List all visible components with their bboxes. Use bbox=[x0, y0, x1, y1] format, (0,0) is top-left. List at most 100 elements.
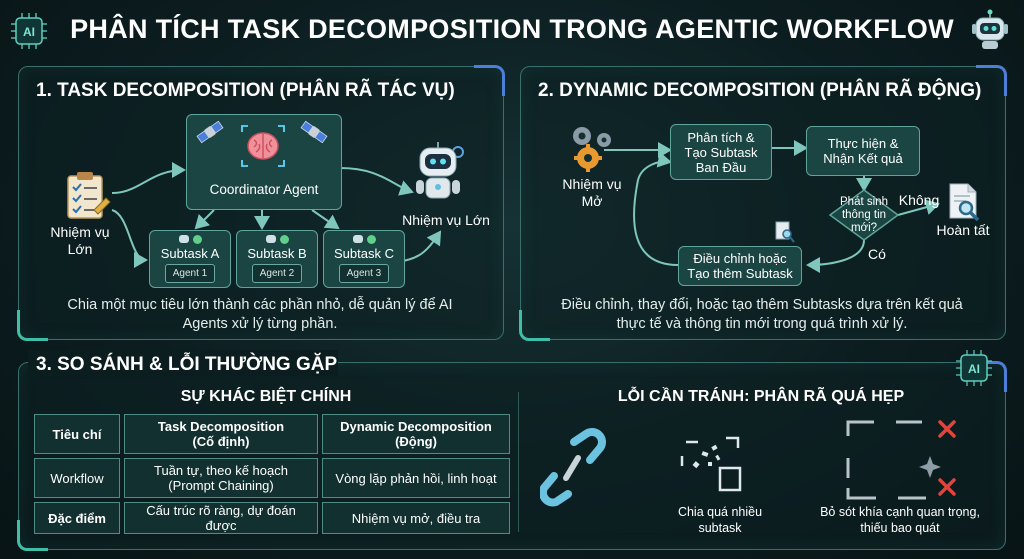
section2-input-label: Nhiệm vụ Mở bbox=[552, 176, 632, 210]
yes-label: Có bbox=[868, 246, 886, 262]
chip-ai-icon: AI bbox=[954, 348, 994, 388]
person-mini-icon bbox=[366, 235, 376, 244]
cell-text: Task Decomposition bbox=[157, 419, 285, 434]
pitfall-1-line2: subtask bbox=[698, 521, 742, 535]
table-title: SỰ KHÁC BIỆT CHÍNH bbox=[180, 388, 352, 405]
adjust-box: Điều chỉnh hoặc Tạo thêm Subtask bbox=[678, 246, 802, 286]
document-search-icon bbox=[944, 182, 984, 222]
cell-text: Dynamic Decomposition bbox=[340, 419, 492, 434]
ai-logo-text: AI bbox=[23, 25, 35, 39]
decision-label: Phát sinh thông tin mới? bbox=[830, 196, 898, 235]
robot-icon bbox=[412, 140, 468, 208]
agent-1-badge: Agent 1 bbox=[164, 264, 216, 283]
execute-line1: Thực hiện & bbox=[827, 136, 899, 151]
table-cell: Nhiệm vụ mở, điều tra bbox=[322, 502, 510, 534]
pitfall-2-line1: Bỏ sót khía cạnh quan trọng, bbox=[820, 505, 980, 519]
section2-input-line1: Nhiệm vụ bbox=[562, 176, 622, 192]
section2-caption: Điều chỉnh, thay đổi, hoặc tạo thêm Subt… bbox=[532, 296, 992, 334]
table-cell: Vòng lặp phản hồi, linh hoạt bbox=[322, 458, 510, 498]
page-title: PHÂN TÍCH TASK DECOMPOSITION TRONG AGENT… bbox=[70, 14, 954, 44]
section2-input-line2: Mở bbox=[581, 193, 603, 209]
decision-diamond bbox=[828, 189, 900, 241]
cell-text: Tuần tự, theo kế hoạch bbox=[154, 463, 288, 478]
pitfall-2-label: Bỏ sót khía cạnh quan trọng, thiếu bao q… bbox=[800, 504, 1000, 536]
robot-head-icon bbox=[968, 8, 1012, 52]
no-label: Không bbox=[898, 192, 940, 208]
robot-mini-icon bbox=[265, 235, 276, 243]
input-label-line2: Lớn bbox=[67, 241, 93, 257]
subtask-b-box: Subtask B Agent 2 bbox=[236, 230, 318, 288]
analyze-line3: Ban Đầu bbox=[695, 159, 747, 175]
adjust-line2: Tạo thêm Subtask bbox=[687, 266, 793, 281]
table-row: Workflow Tuần tự, theo kế hoạch(Prompt C… bbox=[34, 458, 510, 498]
table-row: Đặc điểm Cấu trúc rõ ràng, dự đoán được … bbox=[34, 502, 510, 534]
agent-3-badge: Agent 3 bbox=[338, 264, 390, 283]
cell-text: Tiêu chí bbox=[52, 426, 102, 442]
cell-text: (Động) bbox=[395, 434, 437, 449]
clipboard-checklist-icon bbox=[60, 170, 112, 222]
execute-box: Thực hiện & Nhận Kết quả bbox=[806, 126, 920, 176]
table-cell: Đặc điểm bbox=[34, 502, 120, 534]
execute-line2: Nhận Kết quả bbox=[823, 151, 903, 166]
done-label: Hoàn tất bbox=[936, 222, 990, 238]
broken-link-icon bbox=[538, 428, 606, 508]
mini-document-icon bbox=[774, 220, 796, 244]
pitfall-2-line2: thiếu bao quát bbox=[860, 521, 940, 535]
cell-text: (Prompt Chaining) bbox=[168, 478, 274, 493]
missing-coverage-icon bbox=[842, 418, 960, 502]
adjust-line1: Điều chỉnh hoặc bbox=[693, 251, 787, 266]
robot-mini-icon bbox=[352, 235, 363, 243]
cell-text: Vòng lặp phản hồi, linh hoạt bbox=[335, 470, 497, 486]
pitfall-title: LỖI CẦN TRÁNH: PHÂN RÃ QUÁ HẸP bbox=[617, 388, 905, 405]
section2-heading: 2. DYNAMIC DECOMPOSITION (PHÂN RÃ ĐỘNG) bbox=[538, 80, 982, 101]
robot-mini-icon bbox=[178, 235, 189, 243]
section1-heading: 1. TASK DECOMPOSITION (PHÂN RÃ TÁC VỤ) bbox=[36, 80, 455, 101]
table-cell: Workflow bbox=[34, 458, 120, 498]
decision-line2: thông tin bbox=[841, 209, 887, 221]
analyze-line1: Phân tích & bbox=[687, 129, 755, 145]
section3-heading-backdrop bbox=[28, 350, 338, 376]
table-cell: Tuần tự, theo kế hoạch(Prompt Chaining) bbox=[124, 458, 318, 498]
fragmented-tasks-icon bbox=[676, 432, 750, 498]
cell-text: Workflow bbox=[50, 470, 104, 486]
section2-connectors bbox=[604, 140, 940, 273]
satellite-icon-left bbox=[196, 118, 224, 146]
table-cell: Task Decomposition(Cố định) bbox=[124, 414, 318, 454]
section2-caption-line2: thực tế và thông tin mới trong quá trình… bbox=[616, 316, 908, 332]
chip-ai-text: AI bbox=[968, 362, 980, 376]
table-cell: Tiêu chí bbox=[34, 414, 120, 454]
section2-caption-line1: Điều chỉnh, thay đổi, hoặc tạo thêm Subt… bbox=[561, 297, 963, 313]
cell-text: Cấu trúc rõ ràng, dự đoán được bbox=[146, 503, 296, 533]
section1-caption: Chia một mục tiêu lớn thành các phần nhỏ… bbox=[30, 296, 490, 334]
section-divider bbox=[518, 392, 519, 532]
cell-text: Đặc điểm bbox=[48, 510, 106, 526]
subtask-a-label: Subtask A bbox=[160, 246, 220, 261]
subtask-c-box: Subtask C Agent 3 bbox=[323, 230, 405, 288]
table-cell: Cấu trúc rõ ràng, dự đoán được bbox=[124, 502, 318, 534]
decision-line3: mới? bbox=[850, 222, 878, 234]
person-mini-icon bbox=[279, 235, 289, 244]
section1-input-label: Nhiệm vụ Lớn bbox=[40, 224, 120, 258]
person-mini-icon bbox=[192, 235, 202, 244]
subtask-a-box: Subtask A Agent 1 bbox=[149, 230, 231, 288]
cell-text: Nhiệm vụ mở, điều tra bbox=[351, 510, 481, 526]
section1-caption-line1: Chia một mục tiêu lớn thành các phần nhỏ… bbox=[67, 297, 453, 313]
table-row: Tiêu chí Task Decomposition(Cố định) Dyn… bbox=[34, 414, 510, 454]
subtask-b-label: Subtask B bbox=[247, 246, 307, 261]
satellite-icon-right bbox=[300, 118, 328, 146]
analyze-box: Phân tích & Tạo Subtask Ban Đầu bbox=[670, 124, 772, 180]
section1-output-label: Nhiệm vụ Lớn bbox=[402, 212, 490, 228]
analyze-line2: Tạo Subtask bbox=[684, 144, 758, 160]
pitfall-1-label: Chia quá nhiều subtask bbox=[660, 504, 780, 536]
section1-caption-line2: Agents xử lý từng phần. bbox=[182, 316, 338, 332]
coordinator-agent-label: Coordinator Agent bbox=[209, 182, 319, 197]
input-label-line1: Nhiệm vụ bbox=[50, 224, 110, 240]
subtask-c-label: Subtask C bbox=[334, 246, 394, 261]
ai-logo-icon: AI bbox=[10, 12, 48, 50]
cell-text: (Cố định) bbox=[192, 434, 250, 449]
gears-icon bbox=[566, 122, 618, 172]
brain-icon bbox=[238, 122, 288, 170]
pitfall-1-line1: Chia quá nhiều bbox=[677, 505, 763, 519]
comparison-table: Tiêu chí Task Decomposition(Cố định) Dyn… bbox=[30, 410, 514, 538]
section3-heading: 3. SO SÁNH & LỖI THƯỜNG GẶP bbox=[36, 354, 338, 375]
